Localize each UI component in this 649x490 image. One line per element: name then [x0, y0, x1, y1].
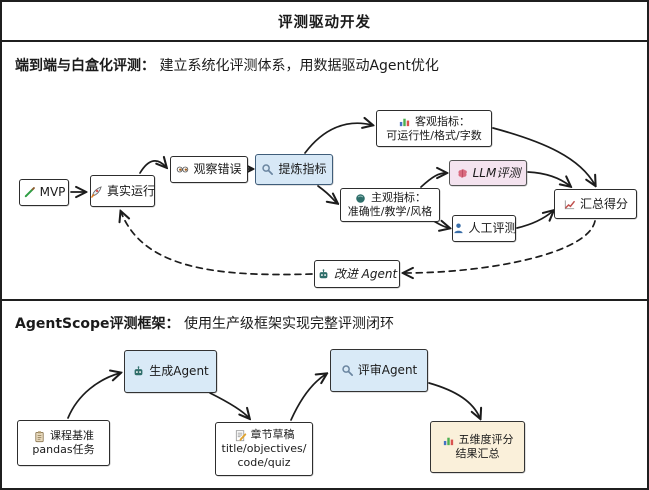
node-observe-errors: 观察错误 — [170, 156, 248, 183]
node-objective-metrics-line2: 可运行性/格式/字数 — [386, 128, 482, 142]
section2-heading-rest: 使用生产级框架实现完整评测闭环 — [179, 316, 394, 332]
section-divider — [2, 299, 647, 301]
arrow-subjective-to-llm — [420, 173, 446, 188]
eyes-icon — [176, 163, 189, 176]
mind-icon — [354, 192, 367, 205]
arrow-realrun-to-observe — [139, 161, 166, 174]
node-refine-metrics-label: 提炼指标 — [278, 162, 327, 176]
node-aggregate-score-label: 汇总得分 — [579, 196, 628, 211]
section2-heading-bold: AgentScope评测框架： — [15, 316, 180, 332]
section2-heading: AgentScope评测框架： 使用生产级框架实现完整评测闭环 — [15, 313, 394, 333]
magnifier-icon — [341, 364, 354, 377]
node-real-run: 真实运行 — [90, 175, 155, 207]
node-review-agent: 评审Agent — [330, 349, 428, 392]
node-human-eval-label: 人工评测 — [468, 221, 517, 235]
magnifier-icon — [261, 163, 274, 176]
node-gen-agent-label: 生成Agent — [149, 364, 209, 378]
node-course-benchmark-line1: 课程基准 — [50, 429, 94, 443]
node-five-dim-line1: 五维度评分 — [458, 433, 514, 447]
pencil-icon — [23, 186, 36, 199]
section1-heading-bold: 端到端与白盒化评测： — [15, 58, 155, 74]
node-chapter-draft-line3: code/quiz — [237, 455, 291, 469]
node-objective-metrics-line1: 客观指标： — [415, 114, 470, 128]
arrow-improve-to-realrun-dashed — [121, 212, 313, 276]
robot-icon — [132, 365, 145, 378]
bar-chart-icon — [398, 115, 411, 128]
arrow-benchmark-to-genagent — [67, 373, 120, 419]
node-mvp-label: MVP — [39, 185, 66, 199]
node-human-eval: 人工评测 — [452, 215, 517, 242]
chart-increasing-icon — [563, 198, 576, 211]
rocket-icon — [90, 185, 103, 198]
node-objective-metrics: 客观指标： 可运行性/格式/字数 — [376, 110, 492, 147]
arrow-refine-to-objective — [304, 123, 372, 154]
memo-icon — [234, 429, 247, 442]
node-observe-errors-label: 观察错误 — [193, 162, 242, 176]
node-improve-agent-label: 改进 Agent — [333, 266, 398, 281]
section1-heading-rest: 建立系统化评测体系，用数据驱动Agent优化 — [155, 58, 439, 74]
brain-icon — [456, 167, 469, 180]
arrow-llm-to-aggregate — [527, 171, 570, 186]
node-chapter-draft: 章节草稿 title/objectives/ code/quiz — [215, 422, 313, 476]
robot-icon — [317, 268, 330, 281]
node-mvp: MVP — [19, 179, 69, 206]
node-subjective-metrics-line1: 主观指标： — [371, 191, 426, 205]
arrow-objective-to-aggregate — [492, 127, 595, 185]
section1-heading: 端到端与白盒化评测： 建立系统化评测体系，用数据驱动Agent优化 — [15, 55, 439, 75]
node-five-dim-score: 五维度评分 结果汇总 — [430, 421, 525, 473]
node-subjective-metrics: 主观指标： 准确性/教学/风格 — [340, 188, 440, 222]
arrow-genagent-to-draft — [209, 392, 249, 418]
node-review-agent-label: 评审Agent — [357, 363, 418, 377]
node-llm-eval: LLM评测 — [449, 160, 527, 186]
clipboard-icon — [33, 430, 46, 443]
node-gen-agent: 生成Agent — [124, 350, 217, 393]
node-chapter-draft-line1: 章节草稿 — [250, 428, 295, 442]
arrow-aggregate-to-improve-dashed — [404, 220, 596, 273]
node-course-benchmark-line2: pandas任务 — [32, 443, 95, 456]
person-icon — [452, 222, 465, 235]
arrow-human-to-aggregate — [516, 211, 553, 229]
node-subjective-metrics-line2: 准确性/教学/风格 — [347, 205, 433, 218]
node-chapter-draft-line2: title/objectives/ — [221, 442, 307, 456]
arrow-reviewagent-to-fivedim — [428, 382, 480, 418]
node-course-benchmark: 课程基准 pandas任务 — [17, 420, 110, 466]
node-llm-eval-label: LLM评测 — [472, 165, 521, 180]
node-real-run-label: 真实运行 — [107, 183, 156, 198]
arrow-draft-to-reviewagent — [290, 374, 326, 421]
node-improve-agent: 改进 Agent — [314, 260, 400, 288]
arrow-refine-to-subjective — [317, 185, 337, 203]
node-refine-metrics: 提炼指标 — [255, 154, 333, 185]
node-aggregate-score: 汇总得分 — [554, 189, 637, 219]
bar-chart-icon — [442, 434, 455, 447]
node-five-dim-line2: 结果汇总 — [455, 447, 500, 460]
page-title: 评测驱动开发 — [2, 2, 647, 42]
